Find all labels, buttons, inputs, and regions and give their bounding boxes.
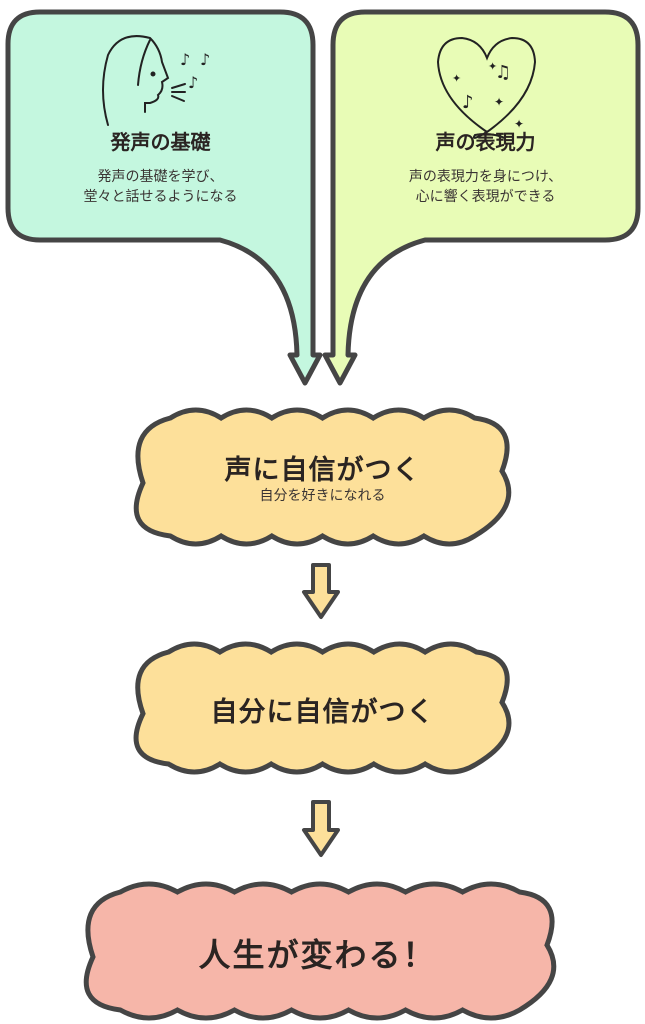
step1-subtitle: 自分を好きになれる: [259, 488, 386, 504]
step1-title: 声に自信がつく: [224, 455, 421, 486]
left-card-description: 発声の基礎を学び、 堂々と話せるようになる: [8, 167, 313, 207]
arrow-down-icon: [302, 563, 340, 619]
step2-title: 自分に自信がつく: [210, 697, 435, 728]
desc-line: 心に響く表現ができる: [415, 189, 556, 205]
svg-text:✦: ✦: [488, 60, 497, 73]
svg-text:✦: ✦: [494, 95, 504, 109]
left-card-bubble: [5, 9, 323, 386]
step3-title: 人生が変わる！: [198, 936, 437, 974]
right-card-bubble: [322, 9, 641, 386]
svg-text:✦: ✦: [452, 72, 461, 85]
desc-line: 声の表現力を身につけ、: [408, 169, 563, 185]
step1-cloud: [133, 407, 512, 547]
desc-line: 発声の基礎を学び、: [97, 169, 224, 185]
left-card-title: 発声の基礎: [110, 130, 211, 154]
woman-singing-icon: ♪ ♪ ♪: [102, 35, 210, 126]
arrow-down-icon: [302, 800, 340, 857]
svg-text:♪: ♪: [462, 92, 474, 113]
heart-music-icon: ♫ ♪ ✦ ✦ ✦ ✦: [436, 36, 537, 139]
step2-cloud: [133, 641, 512, 775]
svg-text:♪: ♪: [200, 50, 210, 69]
step3-cloud: [83, 881, 557, 1021]
svg-text:✦: ✦: [514, 117, 524, 131]
right-card-title: 声の表現力: [435, 130, 536, 154]
svg-text:♪: ♪: [180, 50, 190, 69]
desc-line: 堂々と話せるようになる: [83, 189, 238, 205]
right-card-description: 声の表現力を身につけ、 心に響く表現ができる: [333, 167, 638, 207]
svg-text:♫: ♫: [495, 62, 511, 83]
svg-text:♪: ♪: [188, 73, 198, 92]
